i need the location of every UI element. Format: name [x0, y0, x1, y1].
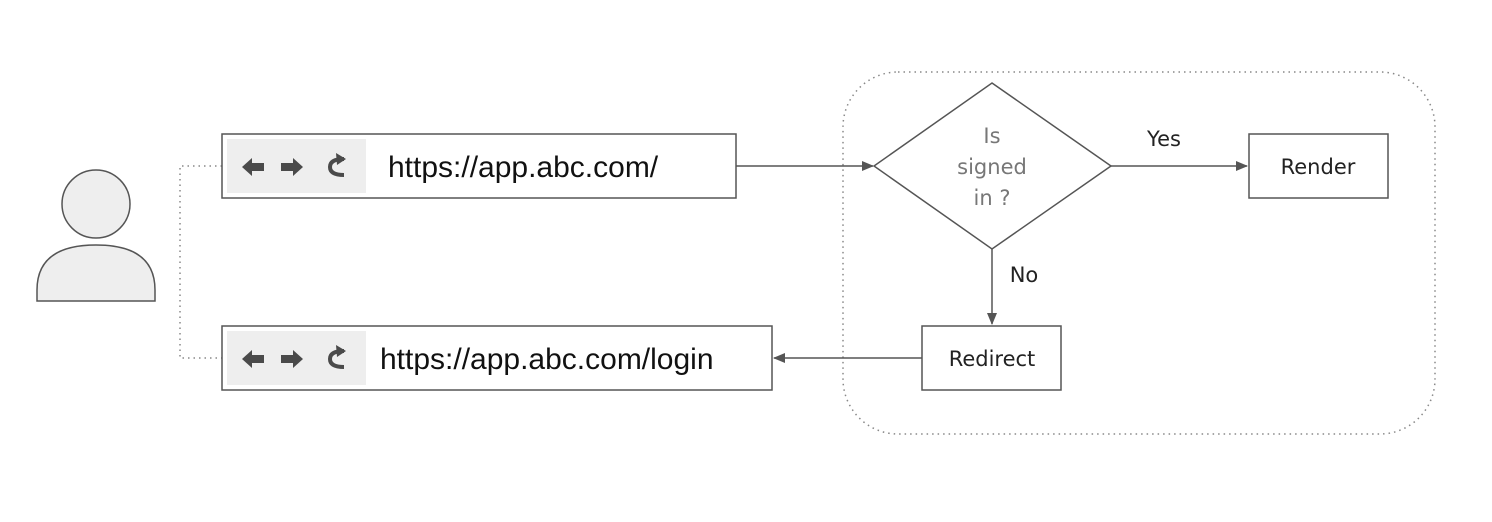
edge-no-label: No: [1010, 263, 1039, 287]
decision-node: Is signed in ?: [872, 82, 1113, 250]
browser-bar-bottom: https://app.abc.com/login: [221, 325, 773, 391]
render-node: Render: [1248, 133, 1389, 199]
redirect-label: Redirect: [949, 347, 1036, 371]
redirect-node: Redirect: [921, 325, 1062, 391]
decision-label-line1: Is: [983, 124, 1000, 148]
render-label: Render: [1281, 155, 1356, 179]
edge-yes-label: Yes: [1146, 127, 1181, 151]
url-text[interactable]: https://app.abc.com/login: [380, 343, 714, 376]
browser-bar-top: https://app.abc.com/: [221, 133, 737, 199]
decision-label-line2: signed: [957, 155, 1027, 179]
url-text[interactable]: https://app.abc.com/: [388, 151, 659, 184]
user-connector: [179, 165, 222, 359]
user-icon: [36, 169, 156, 302]
decision-label-line3: in ?: [974, 186, 1011, 210]
server-logic-region: [842, 71, 1436, 435]
